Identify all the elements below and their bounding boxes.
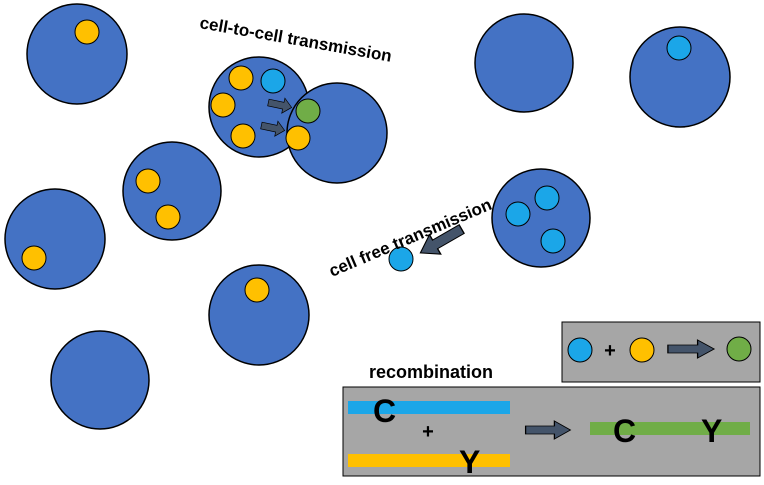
virus-blue xyxy=(260,68,286,94)
virus-yellow xyxy=(228,65,254,91)
yellow-strand xyxy=(348,454,510,467)
free-virus-blue xyxy=(388,246,414,272)
letter-y-right: Y xyxy=(701,413,722,449)
legend-virus-yellow xyxy=(629,337,655,363)
virus-blue xyxy=(540,228,566,254)
virus-blue xyxy=(666,35,692,61)
cell xyxy=(629,26,731,128)
cell xyxy=(474,13,574,113)
letter-y-left: Y xyxy=(459,444,480,480)
blue-strand xyxy=(348,401,510,414)
legend-plus: + xyxy=(604,340,616,362)
cell xyxy=(50,330,150,430)
virus-green xyxy=(295,98,321,124)
legend-virus-blue xyxy=(567,337,593,363)
virus-yellow xyxy=(135,168,161,194)
virus-yellow xyxy=(244,277,270,303)
recombination-label: recombination xyxy=(369,362,493,382)
letter-c-left: C xyxy=(373,393,396,429)
virus-blue xyxy=(534,185,560,211)
virus-blue xyxy=(505,201,531,227)
cell-to-cell-label: cell-to-cell transmission xyxy=(198,13,393,66)
legend-virus-green xyxy=(726,336,752,362)
virus-yellow xyxy=(230,123,256,149)
virus-yellow xyxy=(210,92,236,118)
plus-left: + xyxy=(422,421,434,443)
letter-c-right: C xyxy=(613,413,636,449)
virus-yellow xyxy=(74,19,100,45)
virus-yellow xyxy=(155,204,181,230)
cell xyxy=(122,141,222,241)
cell xyxy=(208,264,310,366)
cell xyxy=(26,3,128,105)
cell-free-label: cell free transmission xyxy=(326,195,494,281)
cell xyxy=(491,168,591,268)
green-strand xyxy=(590,422,750,435)
cell xyxy=(4,188,106,290)
virus-yellow xyxy=(21,245,47,271)
virus-yellow xyxy=(285,125,311,151)
